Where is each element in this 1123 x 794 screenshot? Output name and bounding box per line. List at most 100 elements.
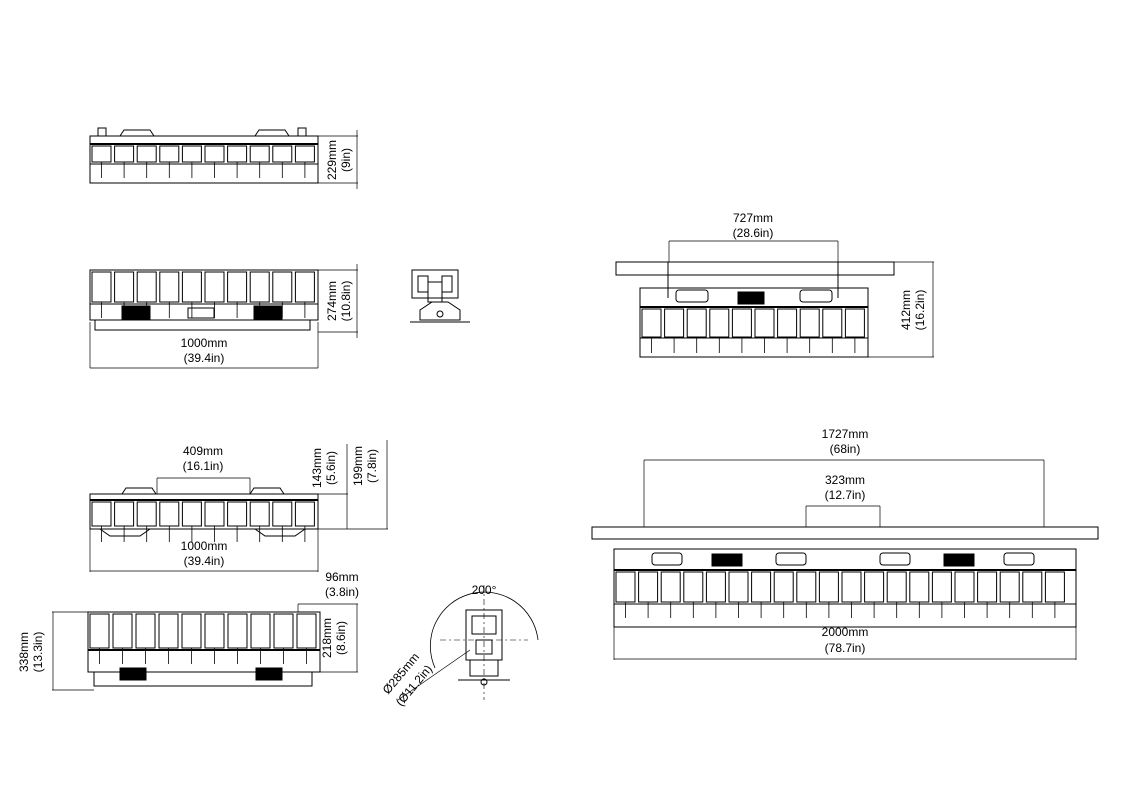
dim-fourth-height-in: (8.6in) [334, 621, 348, 655]
module-unit [777, 308, 798, 338]
dim-large-inner-in: (12.7in) [825, 488, 866, 502]
module-unit [114, 501, 135, 527]
dim-third-gap-in: (16.1in) [183, 459, 224, 473]
module-unit [909, 571, 930, 603]
dim-large-inner-mm: 323mm [825, 473, 865, 487]
view-side: 274mm (10.8in) 1000mm (39.4in) [89, 264, 358, 369]
module-unit [977, 571, 998, 603]
module-unit [1044, 571, 1065, 603]
dim-fourth-height-mm: 218mm [320, 618, 334, 658]
module-unit [272, 501, 293, 527]
view-top-bar: 229mm (9in) [89, 127, 358, 189]
module-unit [227, 145, 248, 163]
module-unit [249, 501, 270, 527]
module-unit [204, 501, 225, 527]
dim-large-width-mm: 2000mm [822, 625, 869, 639]
module-unit [249, 145, 270, 163]
module-unit [886, 571, 907, 603]
dim-top-height-mm: 229mm [325, 140, 339, 180]
module-unit [227, 501, 248, 527]
module-unit [136, 271, 157, 303]
dim-large-width-in: (78.7in) [825, 641, 866, 655]
dim-third-gap-mm: 409mm [183, 444, 223, 458]
module-unit [615, 571, 636, 603]
view-third: 409mm (16.1in) 143mm (5.6in) 199mm (7.8i… [89, 440, 388, 572]
module-unit [796, 571, 817, 603]
module-unit [272, 145, 293, 163]
dim-third-width-mm: 1000mm [181, 539, 228, 553]
module-unit [294, 501, 315, 527]
dim-side-width-mm: 1000mm [181, 336, 228, 350]
module-unit [249, 271, 270, 303]
dim-third-h2-in: (7.8in) [365, 449, 379, 483]
module-unit [181, 271, 202, 303]
dim-large-outer-mm: 1727mm [822, 427, 869, 441]
module-unit [227, 613, 248, 649]
module-unit [1022, 571, 1043, 603]
dim-top-height-in: (9in) [339, 148, 353, 172]
module-unit [641, 308, 662, 338]
dim-fourth-offset-mm: 96mm [325, 570, 358, 584]
module-unit [864, 571, 885, 603]
module-unit [296, 613, 317, 649]
dim-right-top-width-in: (28.6in) [733, 226, 774, 240]
module-unit [91, 271, 112, 303]
module-unit [844, 308, 865, 338]
module-unit [136, 145, 157, 163]
module-unit [91, 501, 112, 527]
module-unit [728, 571, 749, 603]
module-unit [686, 308, 707, 338]
module-unit [709, 308, 730, 338]
module-unit [159, 271, 180, 303]
module-unit [204, 271, 225, 303]
module-unit [822, 308, 843, 338]
module-unit [250, 613, 271, 649]
dim-third-h2-mm: 199mm [351, 446, 365, 486]
module-unit [294, 271, 315, 303]
module-unit [181, 501, 202, 527]
module-unit [999, 571, 1020, 603]
dim-rotation-angle: 200° [472, 583, 497, 597]
dim-third-width-in: (39.4in) [184, 554, 225, 568]
view-right-top: 727mm (28.6in) 412mm (16.2in) [615, 211, 934, 358]
module-unit [273, 613, 294, 649]
module-unit [683, 571, 704, 603]
module-unit [114, 145, 135, 163]
dim-third-h1-mm: 143mm [310, 448, 324, 488]
module-unit [954, 571, 975, 603]
dim-fourth-total-in: (13.3in) [31, 632, 45, 673]
module-unit [204, 145, 225, 163]
module-unit [136, 501, 157, 527]
dim-side-height-mm: 274mm [325, 281, 339, 321]
module-unit [841, 571, 862, 603]
view-fourth: 338mm (13.3in) 96mm (3.8in) 218mm (8.6in… [17, 570, 359, 691]
dim-side-width-in: (39.4in) [184, 351, 225, 365]
module-unit [773, 571, 794, 603]
module-unit [818, 571, 839, 603]
module-unit [91, 145, 112, 163]
module-unit [660, 571, 681, 603]
module-unit [114, 271, 135, 303]
module-unit [181, 145, 202, 163]
dim-right-top-height-mm: 412mm [899, 290, 913, 330]
module-unit [89, 613, 110, 649]
dim-right-top-height-in: (16.2in) [913, 290, 927, 331]
module-unit [751, 571, 772, 603]
dim-large-outer-in: (68in) [830, 442, 861, 456]
module-unit [159, 501, 180, 527]
dim-fourth-total-mm: 338mm [17, 632, 31, 672]
module-unit [705, 571, 726, 603]
module-unit [664, 308, 685, 338]
module-unit [799, 308, 820, 338]
module-unit [158, 613, 179, 649]
module-unit [272, 271, 293, 303]
module-unit [227, 271, 248, 303]
view-rotation: 200° Ø285mm (Ø11.2in) [380, 583, 539, 709]
view-end-small [410, 269, 470, 323]
module-unit [731, 308, 752, 338]
module-unit [159, 145, 180, 163]
module-unit [294, 145, 315, 163]
module-unit [754, 308, 775, 338]
module-unit [112, 613, 133, 649]
